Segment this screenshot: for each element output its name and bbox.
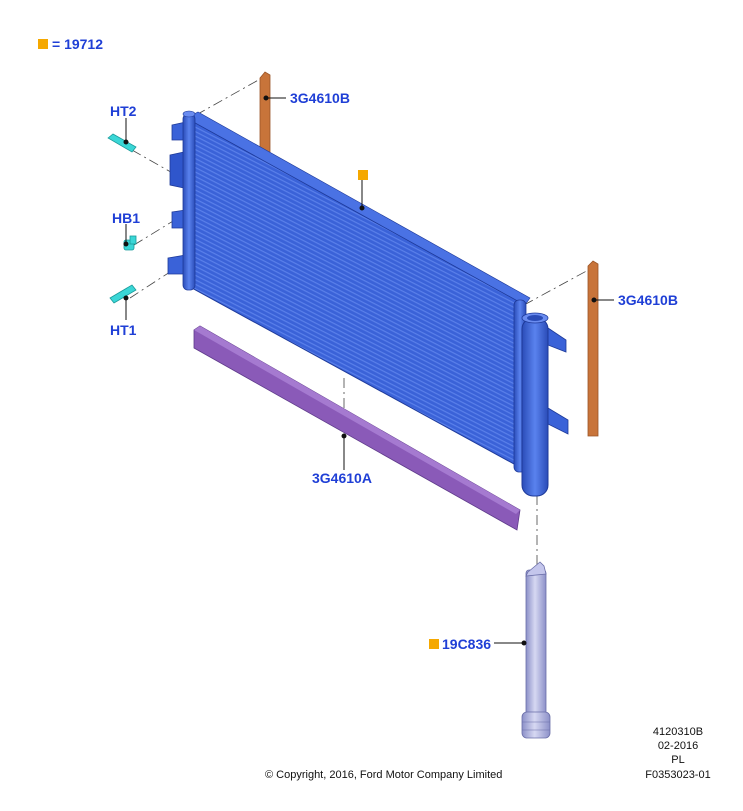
label-hb1: HB1 [112,210,141,226]
fastener-ht1 [109,284,137,304]
assembly-lines [129,77,593,565]
doc-language: PL [671,754,685,766]
seal-3g4610b-right [587,260,599,437]
condenser-core [167,110,569,497]
doc-date: 02-2016 [657,740,699,752]
legend-marker-icon [38,39,48,49]
label-seal-bottom: 3G4610A [312,470,372,486]
receiver-dryer-19c836 [521,561,551,739]
doc-code: 4120310B [652,726,704,738]
seal-3g4610b-top [259,71,271,159]
figure-id: F0353023-01 [645,769,711,781]
label-dryer: 19C836 [442,636,492,652]
fastener-ht2 [107,133,137,153]
legend-text: = 19712 [52,36,103,52]
dryer-marker-icon [429,639,439,649]
label-ht1: HT1 [110,322,137,338]
condenser-marker-icon [358,170,368,180]
copyright: © Copyright, 2016, Ford Motor Company Li… [265,769,503,781]
seal-3g4610a-bottom [193,325,521,531]
label-seal-top: 3G4610B [290,90,350,106]
leader-lines [123,95,614,646]
label-seal-right: 3G4610B [618,292,678,308]
label-ht2: HT2 [110,103,137,119]
